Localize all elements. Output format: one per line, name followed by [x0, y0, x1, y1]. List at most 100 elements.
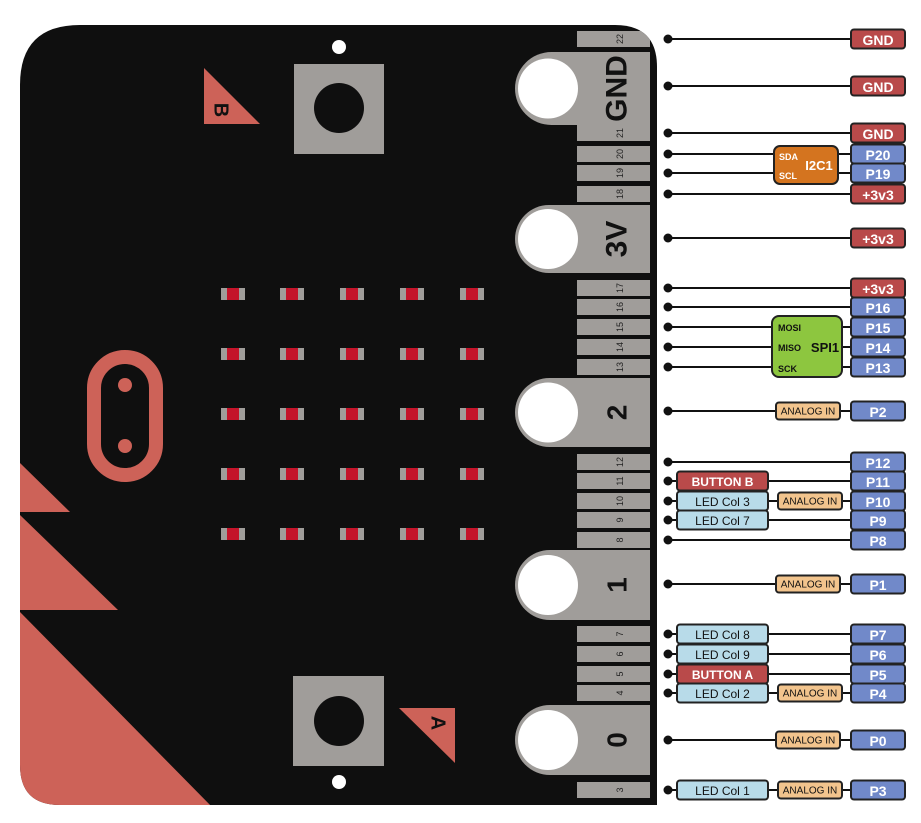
led	[340, 288, 364, 300]
edge-pin-21[interactable]: 21	[577, 125, 650, 141]
connection-p3: LED Col 1 ANALOG IN P3	[663, 779, 906, 801]
pin-label-text: P13	[866, 360, 891, 376]
edge-pad-0[interactable]: 0	[515, 705, 650, 775]
edge-pin-10[interactable]: 10	[577, 493, 650, 509]
pin-number: 8	[615, 537, 625, 542]
pin-number: 6	[615, 651, 625, 656]
pin-label-text: P6	[869, 647, 886, 663]
edge-pin-18[interactable]: 18	[577, 186, 650, 202]
logo-dot-icon	[118, 439, 132, 453]
led	[340, 348, 364, 360]
pin-label-gnd: GND	[850, 122, 906, 144]
pin-number: 11	[615, 476, 625, 485]
tag-text: LED Col 3	[695, 495, 750, 509]
tag-text: ANALOG IN	[783, 786, 837, 797]
pin-label-p1: P1	[850, 573, 906, 595]
edge-pad-gnd[interactable]: GND	[515, 52, 650, 125]
spi-bus-name: SPI1	[811, 340, 839, 355]
pin-label-p20: P20	[850, 143, 906, 165]
pin-label-p6: P6	[850, 643, 906, 665]
led-col-tag: LED Col 2	[676, 682, 769, 704]
connection-+3v3: +3v3	[663, 277, 906, 299]
edge-pin-22[interactable]: 22	[577, 31, 650, 47]
edge-pin-11[interactable]: 11	[577, 473, 650, 489]
pin-number: 9	[615, 517, 625, 522]
button-a-label: A	[427, 716, 449, 730]
pin-label-p14: P14	[850, 336, 906, 358]
pin-number: 17	[615, 283, 625, 293]
led	[221, 468, 245, 480]
pin-label-+3v3: +3v3	[850, 277, 906, 299]
edge-pin-17[interactable]: 17	[577, 280, 650, 296]
edge-pin-7[interactable]: 7	[577, 626, 650, 642]
edge-pin-19[interactable]: 19	[577, 165, 650, 181]
edge-pin-4[interactable]: 4	[577, 685, 650, 701]
spi-signal-mosi: MOSI	[778, 323, 801, 333]
edge-pin-5[interactable]: 5	[577, 666, 650, 682]
connection-dot	[663, 688, 673, 698]
button-b-cap[interactable]	[314, 83, 364, 133]
edge-pin-20[interactable]: 20	[577, 146, 650, 162]
edge-pin-13[interactable]: 13	[577, 359, 650, 375]
pin-label-p12: P12	[850, 451, 906, 473]
tag-text: ANALOG IN	[783, 689, 837, 700]
connection-dot	[663, 362, 673, 372]
edge-pin-14[interactable]: 14	[577, 339, 650, 355]
led	[280, 468, 304, 480]
edge-pad-2[interactable]: 2	[515, 378, 650, 447]
edge-pin-6[interactable]: 6	[577, 646, 650, 662]
connection-dot	[663, 579, 673, 589]
pin-label-p3: P3	[850, 779, 906, 801]
connection-dot	[663, 233, 673, 243]
analog-in-tag: ANALOG IN	[775, 574, 841, 594]
tag-text: LED Col 9	[695, 648, 750, 662]
led-col-tag: LED Col 9	[676, 643, 769, 665]
logo-dot-icon	[118, 378, 132, 392]
pin-label-text: P8	[869, 533, 886, 549]
pin-label-text: P7	[869, 627, 886, 643]
pin-label-p5: P5	[850, 663, 906, 685]
edge-pad-1[interactable]: 1	[515, 550, 650, 620]
mount-hole	[332, 40, 346, 54]
connection-p7: LED Col 8 P7	[663, 623, 906, 645]
led-col-tag: LED Col 8	[676, 623, 769, 645]
pin-number: 19	[615, 168, 625, 178]
pin-label-text: P11	[866, 474, 890, 490]
led	[400, 468, 424, 480]
edge-pin-16[interactable]: 16	[577, 299, 650, 315]
pin-label-text: P19	[866, 166, 891, 182]
pin-label-text: GND	[862, 126, 893, 142]
pin-number: 21	[615, 128, 625, 138]
tag-text: LED Col 1	[695, 784, 750, 798]
edge-pin-8[interactable]: 8	[577, 532, 650, 548]
i2c-signal-sda: SDA	[779, 152, 799, 162]
edge-pin-9[interactable]: 9	[577, 512, 650, 528]
led	[460, 348, 484, 360]
connection-dot	[663, 669, 673, 679]
connection-dot	[663, 34, 673, 44]
led	[460, 288, 484, 300]
edge-pin-15[interactable]: 15	[577, 319, 650, 335]
led	[280, 288, 304, 300]
edge-pin-3[interactable]: 3	[577, 782, 650, 798]
edge-pad-3v[interactable]: 3V	[515, 205, 650, 273]
pin-label-p11: P11	[850, 470, 906, 492]
pin-label-text: P15	[866, 320, 891, 336]
pin-label-text: P0	[869, 733, 886, 749]
pin-number: 3	[615, 787, 625, 792]
connection-dot	[663, 168, 673, 178]
pin-number: 18	[615, 189, 625, 199]
led	[460, 528, 484, 540]
led-col-tag: LED Col 7	[676, 509, 769, 531]
pin-number: 4	[615, 690, 625, 695]
button-a-cap[interactable]	[314, 696, 364, 746]
pin-number: 15	[615, 322, 625, 332]
pin-label-gnd: GND	[850, 28, 906, 50]
edge-pin-12[interactable]: 12	[577, 454, 650, 470]
pin-label-text: P3	[869, 783, 886, 799]
connection-p6: LED Col 9 P6	[663, 643, 906, 665]
led	[400, 348, 424, 360]
